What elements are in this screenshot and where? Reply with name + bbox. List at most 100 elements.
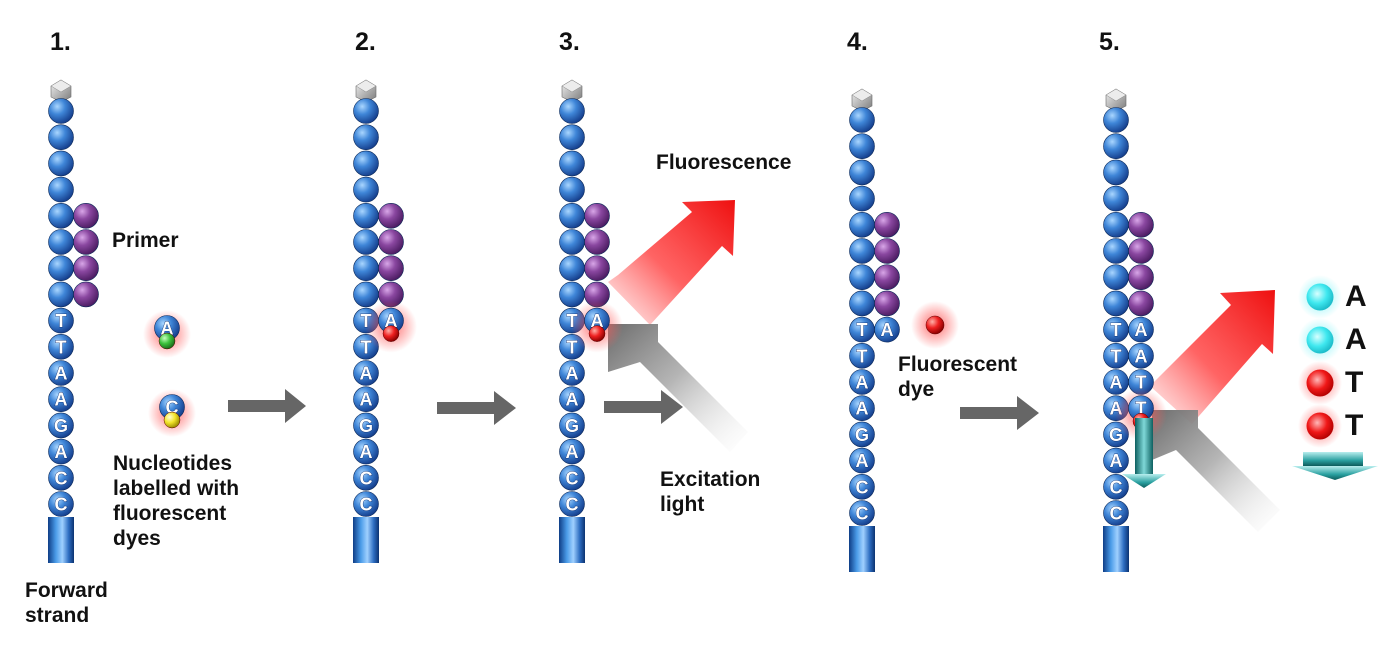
template-base: C: [559, 491, 585, 517]
strand-nucleotide: [849, 185, 875, 212]
step3-beams: [608, 200, 748, 452]
fluorescent-dye-icon: [158, 332, 176, 350]
fluorescent-dye-label: Fluorescent dye: [898, 353, 1018, 401]
base-letter: C: [856, 477, 869, 497]
fluorescence-beam: [1150, 290, 1275, 424]
anchor-cube-icon: [1105, 88, 1127, 112]
fluorescence-beam: [608, 200, 735, 325]
base-letter: A: [881, 320, 894, 340]
base-letter: A: [1135, 320, 1148, 340]
primer-label: Primer: [112, 229, 179, 252]
base-letter: G: [359, 416, 373, 436]
base-letter: T: [567, 337, 578, 357]
free-nucleotide: C: [148, 389, 196, 437]
base-letter: A: [566, 442, 579, 462]
base-letter: C: [1110, 504, 1123, 524]
template-base: A: [849, 395, 875, 422]
strand-nucleotide: [48, 124, 74, 150]
incorporated-nucleotide: A: [874, 316, 900, 343]
template-base: T: [48, 333, 74, 360]
step5-beams: [1150, 290, 1280, 532]
base-letter: A: [566, 390, 579, 410]
step-number-1: 1.: [50, 28, 71, 56]
primer-nucleotide: [378, 229, 404, 255]
right-arrow-icon: [228, 389, 306, 423]
template-base: A: [849, 447, 875, 474]
template-base: C: [353, 464, 379, 491]
incorporated-nucleotide: A: [1128, 316, 1154, 343]
primer-nucleotide: [73, 255, 99, 282]
excitation-beam: [608, 324, 748, 452]
strand-nucleotide: [48, 98, 74, 124]
template-base: G: [849, 421, 875, 448]
template-base: T: [849, 316, 875, 343]
strand-nucleotide: [559, 98, 585, 124]
base-letter: A: [1110, 451, 1123, 471]
base-letter: A: [856, 451, 869, 471]
primer-nucleotide: [378, 255, 404, 282]
base-letter: A: [55, 390, 68, 410]
step-number-4: 4.: [847, 28, 868, 56]
strand-nucleotide: [48, 255, 74, 282]
right-arrow-icon: [437, 391, 516, 425]
strand-nucleotide: [353, 203, 379, 229]
strand-nucleotide: [849, 290, 875, 317]
base-letter: A: [1135, 346, 1148, 366]
base-letter: C: [1110, 477, 1123, 497]
template-base: G: [353, 412, 379, 439]
template-base: C: [849, 473, 875, 500]
strand-nucleotide: [353, 281, 379, 308]
legend-letter: A: [1345, 323, 1367, 356]
strand-nucleotide: [559, 281, 585, 308]
template-base: C: [353, 491, 379, 517]
strand-anchor-cylinder: [353, 517, 379, 563]
strand-nucleotide: [1103, 185, 1129, 212]
strand-nucleotide: [48, 150, 74, 177]
strand-nucleotide: [1103, 264, 1129, 291]
base-letter: G: [855, 425, 869, 445]
strand-nucleotide: [1103, 159, 1129, 186]
primer-nucleotide: [874, 212, 900, 238]
excitation-beam: [1152, 410, 1280, 532]
strand-nucleotide: [1103, 290, 1129, 317]
base-letter: T: [857, 346, 868, 366]
base-letter: C: [55, 495, 68, 515]
template-base: C: [48, 464, 74, 491]
primer-nucleotide: [1128, 212, 1154, 238]
legend-dot: [1298, 361, 1342, 405]
strand-nucleotide: [559, 203, 585, 229]
base-letter: C: [856, 504, 869, 524]
template-base: G: [48, 412, 74, 439]
primer-nucleotide: [73, 203, 99, 229]
base-letter: A: [856, 373, 869, 393]
strand-nucleotide: [48, 203, 74, 229]
template-base: A: [353, 360, 379, 386]
excitation-light-label: Excitation light: [660, 468, 761, 516]
strand-anchor-cylinder: [849, 526, 875, 572]
base-letter: A: [360, 364, 373, 384]
base-letter: G: [1109, 425, 1123, 445]
strand-nucleotide: [353, 229, 379, 255]
base-letter: A: [360, 390, 373, 410]
template-base: T: [48, 307, 74, 334]
strand-nucleotide: [849, 107, 875, 133]
primer-nucleotide: [73, 229, 99, 255]
step-number-3: 3.: [559, 28, 580, 56]
base-letter: G: [54, 416, 68, 436]
legend-down-arrow: [1292, 452, 1378, 480]
incorporated-nucleotide: A: [1128, 342, 1154, 369]
template-base: G: [559, 412, 585, 439]
strand-nucleotide: [48, 281, 74, 308]
incorporated-nucleotide: T: [1128, 395, 1154, 422]
strand-nucleotide: [849, 133, 875, 159]
template-base: A: [559, 386, 585, 413]
base-letter: C: [55, 468, 68, 488]
base-letter: T: [361, 337, 372, 357]
template-base: C: [48, 491, 74, 517]
primer-nucleotide: [874, 264, 900, 291]
released-fluorescent-dye: [911, 301, 959, 349]
base-letter: A: [566, 364, 579, 384]
legend-dot: [1298, 275, 1342, 319]
